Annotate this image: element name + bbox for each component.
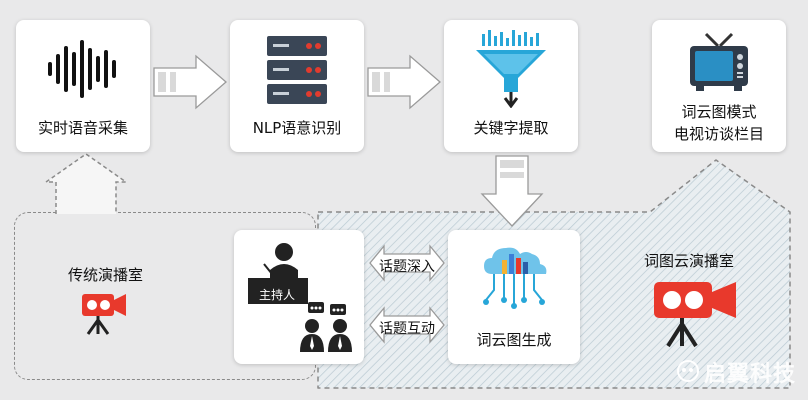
- nlp-label: NLP语意识别: [252, 119, 342, 137]
- host-badge-label: 主持人: [258, 288, 295, 302]
- tv-icon: [690, 32, 748, 91]
- sound-wave-icon: [48, 40, 116, 98]
- server-icon: [267, 36, 327, 104]
- tv-program-card: 词云图模式 电视访谈栏目: [652, 20, 786, 152]
- topic-interact-arrow: [369, 306, 445, 344]
- watermark-logo-icon: [677, 360, 699, 382]
- flow-arrow-right-1: [153, 54, 227, 110]
- tv-program-line-1: 词云图模式: [681, 103, 757, 121]
- guests-icon: [300, 302, 352, 352]
- host-icon: [248, 243, 308, 304]
- keyword-label: 关键字提取: [473, 119, 549, 137]
- topic-deep-arrow: [369, 244, 445, 282]
- flow-arrow-down: [480, 155, 544, 227]
- tv-program-line-2: 电视访谈栏目: [673, 125, 764, 143]
- wordcloud-gen-card: 词云图生成: [448, 230, 580, 364]
- watermark-text: 启翼科技: [704, 362, 797, 387]
- flow-arrow-right-2: [367, 54, 441, 110]
- voice-capture-card: 实时语音采集: [16, 20, 150, 152]
- topic-interact-label: 话题互动: [379, 321, 435, 337]
- voice-capture-label: 实时语音采集: [37, 119, 128, 137]
- wordcloud-studio-label: 词图云演播室: [644, 252, 735, 270]
- wordcloud-gen-label: 词云图生成: [476, 331, 552, 349]
- cloud-data-icon: [483, 247, 547, 309]
- host-scene-card: 主持人: [234, 230, 364, 364]
- traditional-camera-icon: [82, 294, 126, 335]
- funnel-icon: [476, 30, 546, 108]
- nlp-card: NLP语意识别: [230, 20, 364, 152]
- wordcloud-camera-icon: [654, 282, 736, 348]
- keyword-card: 关键字提取: [444, 20, 578, 152]
- traditional-studio-label: 传统演播室: [68, 266, 144, 284]
- topic-deep-label: 话题深入: [379, 259, 435, 275]
- dashed-up-arrow: [44, 153, 128, 214]
